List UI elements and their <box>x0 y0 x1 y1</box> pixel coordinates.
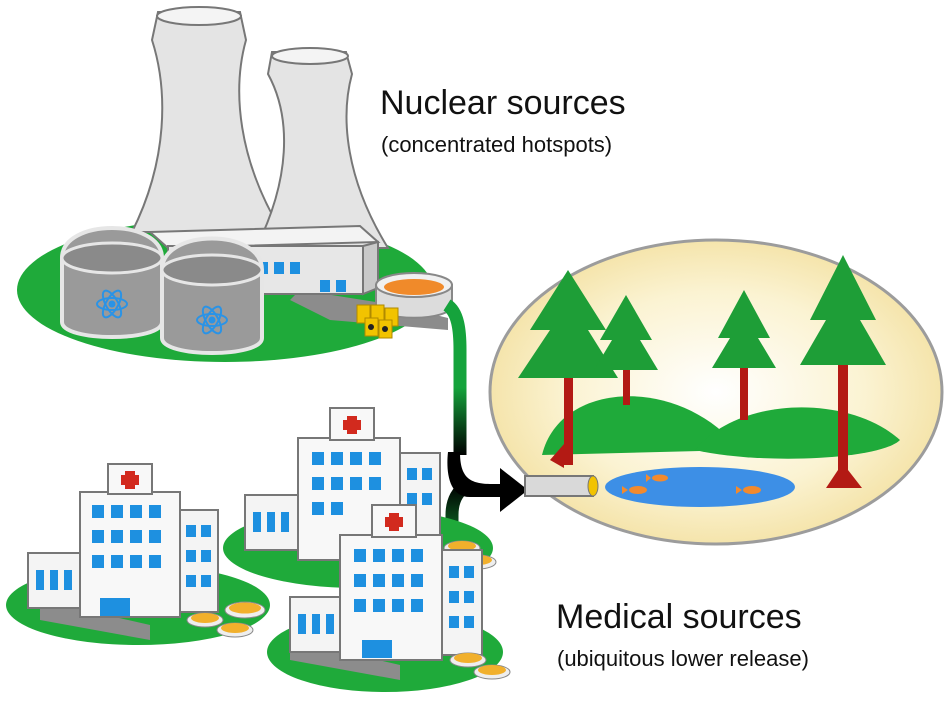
flow-arrow-icon <box>447 452 528 512</box>
reactor-dome-icon <box>60 226 164 339</box>
cooling-tower-top <box>271 47 349 65</box>
nature-scene <box>488 238 944 546</box>
cooling-tower-top <box>156 6 242 26</box>
hospital-wing <box>439 549 483 656</box>
plant-window <box>336 280 346 292</box>
reactor-dome-icon <box>160 236 264 355</box>
drain-pipe-icon <box>524 475 599 497</box>
medical-sources-title: Medical sources <box>556 598 802 636</box>
hospital-group-left <box>6 463 270 645</box>
petri-dish-icon <box>449 652 511 680</box>
hill <box>542 396 740 455</box>
medical-sources-subtitle: (ubiquitous lower release) <box>557 646 809 671</box>
nuclear-sources-title: Nuclear sources <box>380 84 626 122</box>
radioactive-barrel-icon <box>356 304 399 339</box>
atom-symbol-icon <box>96 289 128 319</box>
pine-tree-icon <box>594 295 658 405</box>
hospital-wing <box>177 509 219 613</box>
red-cross-icon <box>343 416 361 434</box>
hill <box>695 407 900 459</box>
hospital-windows <box>253 452 432 532</box>
hospital-group-front <box>267 504 511 692</box>
atom-symbol-icon <box>196 305 228 335</box>
flow-pipes <box>442 299 528 560</box>
nuclear-drain-pipe <box>442 299 467 455</box>
cooling-tower-icon <box>130 11 284 233</box>
plant-window <box>274 262 284 274</box>
cooling-tower-icon <box>254 51 390 249</box>
fish-icon <box>622 474 761 494</box>
red-cross-icon <box>121 471 139 489</box>
pine-tree-icon <box>518 270 618 468</box>
hospital-windows <box>298 549 474 658</box>
nuclear-plant <box>17 6 453 362</box>
plant-window <box>290 262 300 274</box>
red-cross-icon <box>385 513 403 531</box>
petri-dish-icon <box>186 601 266 638</box>
plant-window <box>320 280 330 292</box>
hospital-windows <box>36 505 211 616</box>
nuclear-sources-subtitle: (concentrated hotspots) <box>381 132 613 157</box>
hospital-road <box>40 600 150 640</box>
pine-tree-icon <box>712 290 776 420</box>
pine-tree-icon <box>800 255 886 488</box>
